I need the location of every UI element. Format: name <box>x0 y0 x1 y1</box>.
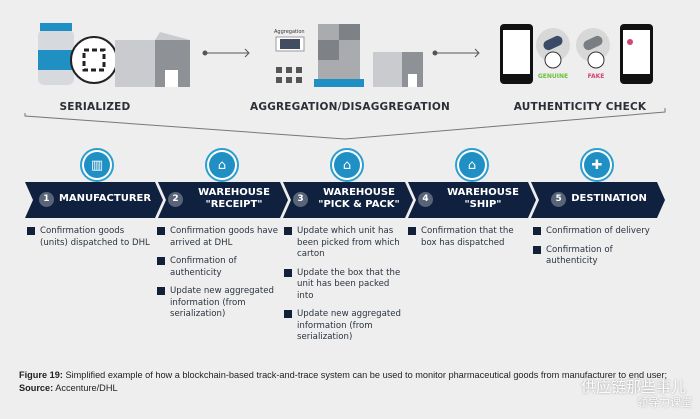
list-item: Confirmation goods (units) dispatched to… <box>27 226 152 249</box>
step-number: 5 <box>551 191 567 207</box>
qr-code-icon <box>70 36 118 84</box>
bullets-ship: Confirmation that the box has dispatched <box>408 226 526 256</box>
bullets-manufacturer: Confirmation goods (units) dispatched to… <box>27 226 152 256</box>
medicine-bottle-icon <box>38 23 74 85</box>
chevron-2 <box>158 182 288 218</box>
step-warehouse-pick-pack: 3 WAREHOUSE "PICK & PACK" <box>293 182 405 216</box>
box-icon <box>373 52 423 87</box>
step-destination: 5 DESTINATION <box>541 182 657 216</box>
list-item: Update new aggregated information (from … <box>284 309 402 344</box>
step-number: 2 <box>168 191 183 207</box>
list-item: Update which unit has been picked from w… <box>284 226 402 261</box>
step-title: DESTINATION <box>571 193 647 204</box>
pill-fake-icon <box>576 28 610 69</box>
warehouse-truck-icon: ⌂ <box>205 148 239 182</box>
phone-fake-icon <box>620 24 653 84</box>
list-item: Confirmation of authenticity <box>157 256 279 279</box>
arrow-icon <box>432 48 480 58</box>
watermark: 供应链那些事儿 <box>580 378 686 396</box>
bullets-receipt: Confirmation goods have arrived at DHL C… <box>157 226 279 328</box>
chevron-5 <box>531 182 665 218</box>
process-band <box>25 182 665 218</box>
step-number: 3 <box>293 191 308 207</box>
unit-grid-icon <box>276 67 302 83</box>
list-item: Update new aggregated information (from … <box>157 286 279 321</box>
chevron-3 <box>283 182 413 218</box>
genuine-label: GENUINE <box>538 73 568 80</box>
pallet-icon <box>314 24 364 87</box>
bullets-destination: Confirmation of delivery Confirmation of… <box>533 226 663 275</box>
list-item: Confirmation of delivery <box>533 226 663 238</box>
step-title: WAREHOUSE "RECEIPT" <box>198 187 270 210</box>
bracket-line <box>24 108 666 140</box>
chevron-4 <box>408 182 536 218</box>
arrow-icon <box>202 48 250 58</box>
bullets-pick-pack: Update which unit has been picked from w… <box>284 226 402 351</box>
fake-label: FAKE <box>588 73 605 80</box>
pill-genuine-icon <box>536 28 570 69</box>
list-item: Confirmation goods have arrived at DHL <box>157 226 279 249</box>
aggregation-badge: Aggregation <box>274 29 305 35</box>
illustrations: Aggregation GENUINE FAKE <box>24 23 666 140</box>
step-number: 4 <box>418 191 433 207</box>
watermark-sub: 领导力课堂 <box>637 396 692 409</box>
location-pin-icon: ✚ <box>580 148 614 182</box>
step-manufacturer: 1 MANUFACTURER <box>35 182 155 216</box>
stage-serialized: SERIALIZED <box>59 101 131 113</box>
factory-icon: ▥ <box>80 148 114 182</box>
step-warehouse-ship: 4 WAREHOUSE "SHIP" <box>418 182 528 216</box>
figure-caption: Figure 19: Simplified example of how a b… <box>19 370 668 393</box>
step-title: MANUFACTURER <box>58 193 152 204</box>
list-item: Update the box that the unit has been pa… <box>284 268 402 303</box>
barcode-icon <box>275 36 305 52</box>
warehouse-truck-icon: ⌂ <box>455 148 489 182</box>
stage-aggregation: AGGREGATION/DISAGGREGATION <box>250 101 450 113</box>
warehouse-icon <box>115 32 190 87</box>
chevron-1 <box>25 182 163 218</box>
list-item: Confirmation of authenticity <box>533 245 663 268</box>
step-number: 1 <box>38 191 54 207</box>
warehouse-truck-icon: ⌂ <box>330 148 364 182</box>
step-title: WAREHOUSE "PICK & PACK" <box>318 187 400 210</box>
phone-genuine-icon <box>500 24 533 84</box>
list-item: Confirmation that the box has dispatched <box>408 226 526 249</box>
stage-authenticity: AUTHENTICITY CHECK <box>513 101 647 113</box>
step-warehouse-receipt: 2 WAREHOUSE "RECEIPT" <box>168 182 280 216</box>
step-title: WAREHOUSE "SHIP" <box>447 187 519 210</box>
